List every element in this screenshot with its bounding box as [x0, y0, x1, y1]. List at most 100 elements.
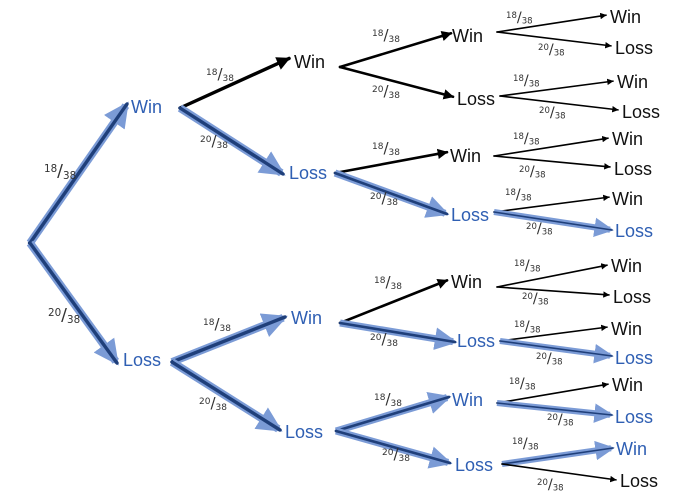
edge-WLW — [333, 148, 449, 175]
probability-slash: / — [549, 42, 554, 58]
probability-slash: / — [550, 105, 555, 121]
edge-WLL-highlighted — [333, 169, 450, 218]
probability-numerator: 20 — [536, 352, 547, 362]
probability-slash: / — [383, 26, 389, 44]
probability-slash: / — [548, 477, 553, 493]
node-win-LW: Win — [291, 308, 322, 328]
probability-numerator: 18 — [509, 377, 520, 387]
probability-numerator: 18 — [514, 320, 525, 330]
probability-label-LLWL: 20/38 — [547, 412, 574, 429]
probability-slash: / — [210, 394, 216, 412]
probability-numerator: 18 — [374, 393, 386, 403]
probability-slash: / — [516, 187, 521, 203]
probability-slash: / — [61, 306, 67, 326]
edge-line — [334, 429, 452, 465]
edge-line — [334, 395, 451, 433]
node-loss-WLL: Loss — [451, 205, 489, 225]
edge-LLLL — [501, 463, 617, 483]
probability-numerator: 18 — [372, 29, 384, 39]
probability-numerator: 18 — [506, 11, 517, 21]
probability-label-LLLL: 20/38 — [537, 477, 564, 494]
probability-denominator: 38 — [522, 17, 533, 27]
probability-numerator: 20 — [370, 333, 382, 343]
probability-slash: / — [533, 291, 538, 307]
edge-line — [28, 241, 119, 365]
node-loss-LWWL: Loss — [613, 287, 651, 307]
probability-denominator: 38 — [529, 80, 540, 90]
probability-denominator: 38 — [399, 454, 411, 464]
edge-line — [496, 31, 612, 49]
node-win-LLW: Win — [452, 390, 483, 410]
edge-W-highlighted — [26, 101, 130, 246]
probability-numerator: 20 — [537, 478, 548, 488]
probability-denominator: 38 — [389, 35, 401, 45]
probability-denominator: 38 — [563, 419, 574, 429]
edge-LWWW — [496, 263, 608, 288]
probability-numerator: 18 — [514, 259, 525, 269]
probability-denominator: 38 — [538, 298, 549, 308]
edge-LWL-highlighted — [338, 319, 458, 350]
edge-LLLW-highlighted — [501, 440, 615, 468]
node-win-LLLW: Win — [616, 439, 647, 459]
probability-label-WWWW: 18/38 — [506, 10, 533, 27]
edge-line — [499, 340, 613, 357]
probability-label-LWWW: 18/38 — [514, 258, 541, 275]
node-loss-WWLL: Loss — [622, 102, 660, 122]
probability-numerator: 20 — [526, 222, 537, 232]
edge-line — [499, 324, 608, 342]
node-loss-LL: Loss — [285, 422, 323, 442]
node-win-WW: Win — [294, 52, 325, 72]
node-win-LWWW: Win — [611, 256, 642, 276]
probability-slash: / — [217, 65, 223, 83]
edge-line — [178, 106, 285, 176]
edge-line — [493, 155, 611, 170]
edge-line — [499, 78, 614, 97]
probability-numerator: 20 — [547, 413, 558, 423]
edge-WWW — [338, 31, 453, 69]
probability-denominator: 38 — [391, 399, 403, 409]
node-win-W: Win — [131, 97, 162, 117]
node-loss-L: Loss — [123, 350, 161, 370]
probability-numerator: 20 — [539, 106, 550, 116]
edge-line — [496, 263, 608, 288]
probability-slash: / — [530, 164, 535, 180]
probability-denominator: 38 — [387, 339, 399, 349]
probability-denominator: 38 — [216, 403, 228, 413]
probability-denominator: 38 — [223, 74, 235, 84]
node-win-LLWW: Win — [612, 375, 643, 395]
probability-label-WLW: 18/38 — [372, 139, 400, 158]
node-loss-WWL: Loss — [457, 89, 495, 109]
node-loss-LWL: Loss — [457, 331, 495, 351]
edge-line — [178, 56, 291, 110]
probability-numerator: 20 — [519, 165, 530, 175]
edges-layer — [26, 12, 619, 483]
probability-label-LWWL: 20/38 — [522, 291, 549, 308]
node-win-LWLW: Win — [611, 319, 642, 339]
probability-slash: / — [381, 189, 387, 207]
edge-WWL — [338, 65, 455, 100]
probability-denominator: 38 — [552, 358, 563, 368]
probability-label-LWLW: 18/38 — [514, 319, 541, 336]
edge-WL-highlighted — [177, 104, 286, 177]
edge-LL-highlighted — [169, 358, 283, 433]
probability-slash: / — [524, 131, 529, 147]
edge-line — [496, 286, 610, 298]
probability-denominator: 38 — [554, 49, 565, 59]
probability-denominator: 38 — [542, 228, 553, 238]
node-win-WWLW: Win — [617, 72, 648, 92]
node-loss-WL: Loss — [289, 163, 327, 183]
node-loss-LLWL: Loss — [615, 407, 653, 427]
probability-slash: / — [214, 315, 220, 333]
probability-label-LWLL: 20/38 — [536, 351, 563, 368]
node-loss-LWLL: Loss — [615, 348, 653, 368]
edge-line — [333, 148, 449, 175]
probability-slash: / — [385, 273, 391, 291]
edge-line — [333, 171, 449, 216]
probability-numerator: 18 — [374, 276, 386, 286]
edge-line — [493, 194, 610, 213]
edge-line — [499, 95, 619, 113]
node-win-WWWW: Win — [610, 7, 641, 27]
edge-line — [338, 65, 455, 100]
edge-line — [496, 381, 609, 404]
edge-line — [501, 463, 617, 483]
